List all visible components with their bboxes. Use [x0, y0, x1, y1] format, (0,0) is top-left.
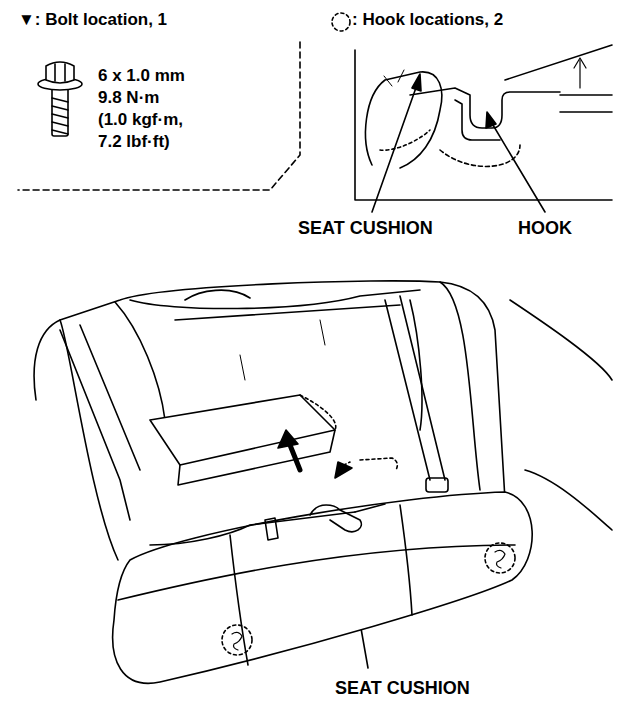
leader-line: [372, 82, 418, 212]
torque-spec: 9.8 N·m: [98, 88, 159, 108]
torque-spec: 7.2 lbf·ft): [98, 132, 170, 152]
torque-spec: (1.0 kgf·m,: [98, 110, 183, 130]
inset-frame: [355, 50, 612, 200]
legend-text: : Hook locations, 2: [352, 10, 503, 30]
bolt-icon: [38, 62, 82, 136]
arrowhead: [412, 74, 421, 91]
arrowhead: [486, 112, 496, 128]
part-label: HOOK: [518, 218, 572, 239]
part-label: SEAT CUSHION: [298, 218, 433, 239]
hook-detail: [366, 45, 612, 168]
spec-frame: [18, 42, 300, 190]
hook-symbol: [332, 13, 350, 31]
part-label: SEAT CUSHION: [335, 678, 470, 699]
leader-line: [490, 120, 545, 212]
legend-text: ▼: Bolt location, 1: [18, 10, 167, 30]
torque-spec: 6 x 1.0 mm: [98, 66, 185, 86]
rear-seat: [34, 281, 612, 683]
